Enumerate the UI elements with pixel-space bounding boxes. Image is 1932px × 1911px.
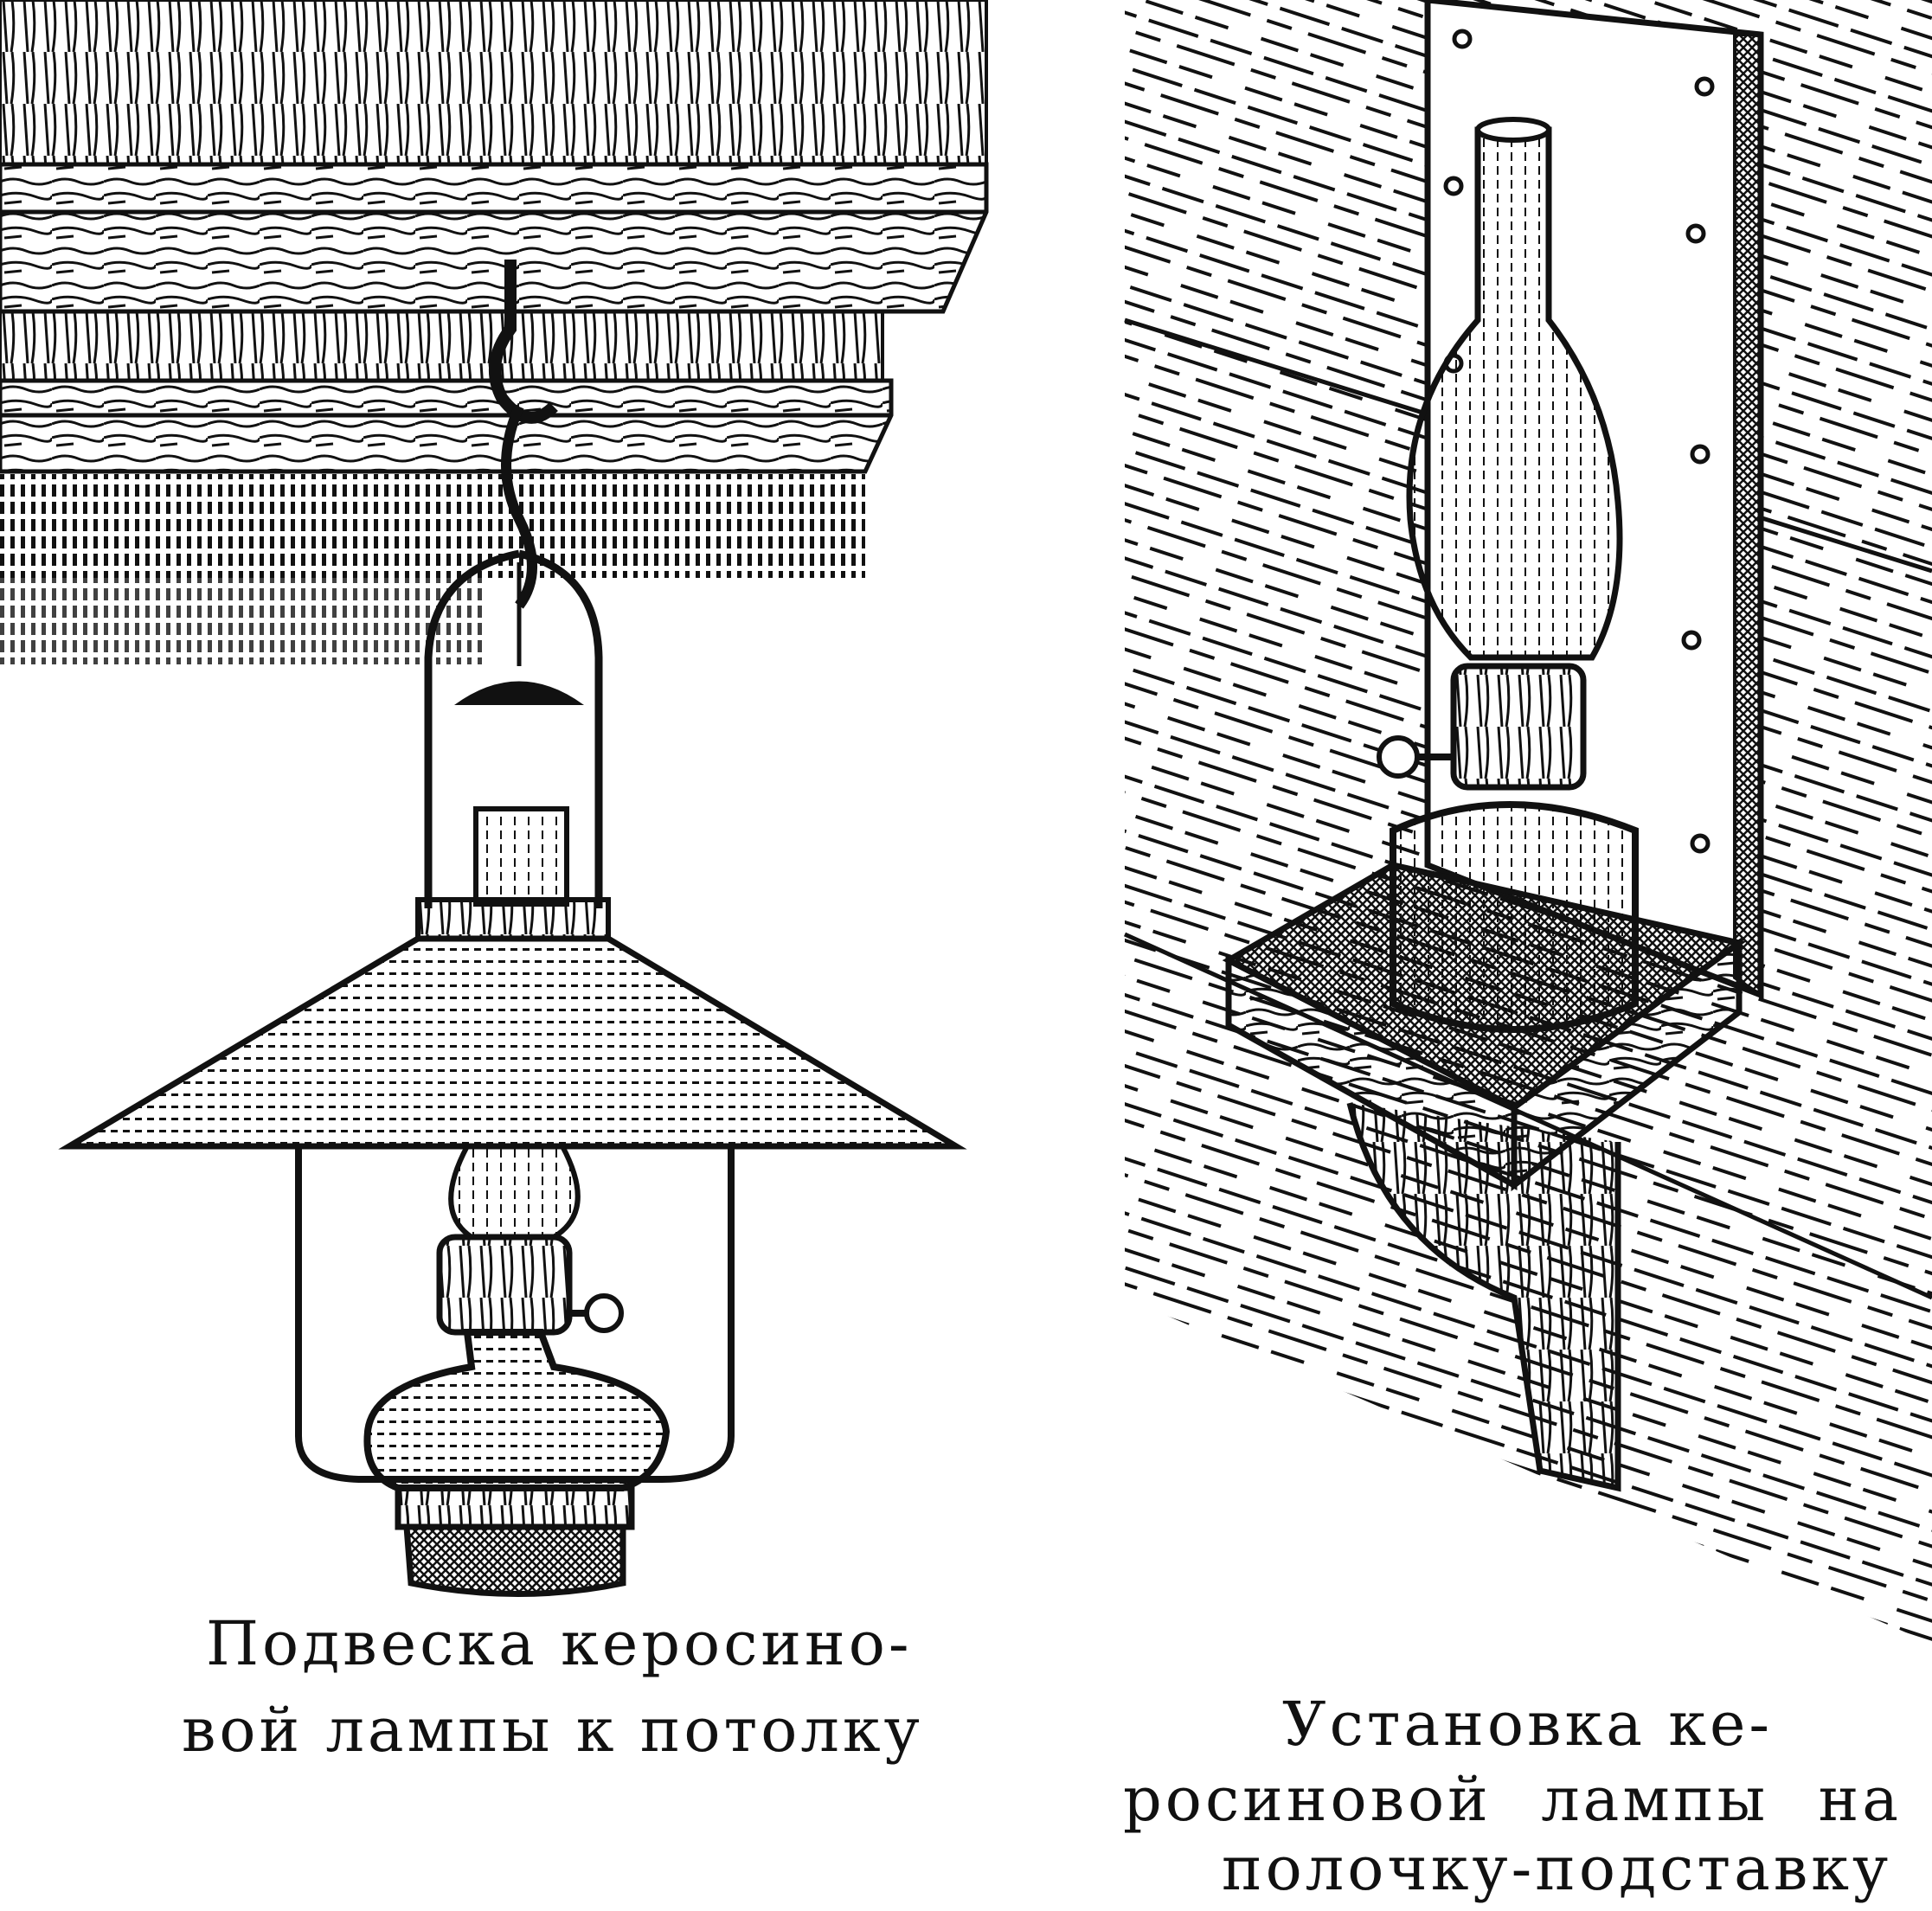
caption-right-line3: полочку-подставку	[1222, 1833, 1892, 1904]
lamp-chimney	[1406, 126, 1623, 661]
caption-right-line2: росиновой лампы на	[1123, 1769, 1902, 1830]
shelf-lamp-drawing	[1123, 0, 1932, 1644]
ceiling-lamp-drawing	[0, 0, 989, 1597]
shelf-lamp-burner	[1450, 663, 1587, 791]
lamp-bail-right	[518, 549, 603, 908]
wick-knob	[584, 1293, 624, 1333]
lamp-reservoir	[363, 1329, 671, 1491]
ceiling-planks	[0, 0, 986, 164]
lamp-bail-left	[424, 549, 520, 908]
reflector-disc	[454, 681, 584, 705]
caption-right-word-3: на	[1818, 1764, 1902, 1835]
caption-right-line1: Установка ке-	[1282, 1689, 1774, 1760]
ceiling-beam-lower	[0, 378, 894, 474]
caption-right-word-2: лампы	[1541, 1764, 1769, 1835]
lamp-glass	[448, 1144, 581, 1240]
caption-right-word-1: росиновой	[1123, 1764, 1492, 1835]
lamp-chimney-top	[473, 806, 569, 907]
lamp-burner	[436, 1234, 573, 1336]
lamp-base	[403, 1523, 626, 1597]
ceiling-fringe	[0, 474, 865, 578]
lamp-shade	[58, 935, 967, 1150]
ceiling-beam-upper	[0, 162, 989, 314]
shelf-wick-knob	[1377, 735, 1420, 779]
ceiling-hook	[489, 260, 558, 424]
shelf-bracket	[1346, 1102, 1621, 1492]
shade-collar	[415, 897, 611, 941]
caption-left-line2: вой лампы к потолку	[182, 1695, 923, 1766]
caption-left-line1: Подвеска керосино-	[206, 1608, 913, 1679]
